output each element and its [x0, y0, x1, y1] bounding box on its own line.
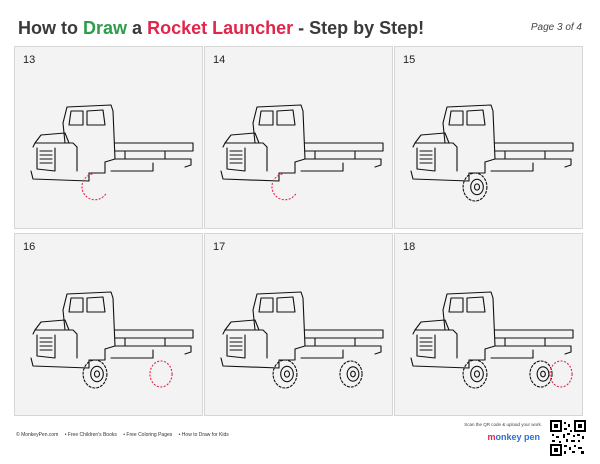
footer-link-copyright[interactable]: © MonkeyPen.com: [16, 432, 59, 438]
title-draw: Draw: [83, 18, 128, 38]
rear-wheel-1: [339, 360, 363, 388]
title-a: a: [132, 18, 143, 38]
step-drawing: [30, 104, 194, 201]
front-wheel: [82, 359, 108, 389]
front-wheel: [462, 359, 488, 389]
front-wheel: [462, 172, 488, 202]
truck-outline: [30, 104, 194, 182]
step-drawing: [220, 291, 384, 389]
step-panel: 15: [394, 46, 583, 229]
step-number: 18: [403, 241, 416, 253]
rear-wheel-1: [529, 360, 553, 388]
step-number: 13: [23, 54, 36, 66]
truck-outline: [410, 291, 574, 369]
step-number: 16: [23, 241, 36, 253]
footer-links: © MonkeyPen.com • Free Children's Books …: [16, 432, 234, 438]
step-number: 14: [213, 54, 226, 66]
step-number: 15: [403, 54, 416, 66]
title-subject: Rocket Launcher: [147, 18, 294, 38]
front-wheel: [271, 173, 297, 201]
step-panel: 18: [394, 233, 583, 416]
qr-code-icon[interactable]: [550, 420, 586, 456]
step-panel: 16: [14, 233, 203, 416]
step-drawing: [220, 104, 384, 201]
brand-logo: monkey pen: [487, 432, 540, 442]
footer-link-coloring[interactable]: • Free Coloring Pages: [123, 432, 173, 438]
front-wheel: [81, 173, 107, 201]
footer-link-books[interactable]: • Free Children's Books: [64, 432, 117, 438]
title-prefix: How to: [18, 18, 78, 38]
page-number-label: Page 3 of 4: [530, 22, 582, 33]
step-drawing: [410, 104, 574, 202]
title-suffix: - Step by Step!: [298, 18, 425, 38]
step-drawing: [410, 291, 574, 389]
page-footer: © MonkeyPen.com • Free Children's Books …: [16, 420, 586, 456]
step-drawing: [30, 291, 194, 389]
step-panel: 13: [14, 46, 203, 229]
scan-instruction: Scan the QR code & upload your work.: [464, 422, 542, 427]
step-number: 17: [213, 241, 226, 253]
truck-outline: [30, 291, 194, 369]
step-panel: 14: [204, 46, 393, 229]
footer-link-howto[interactable]: • How to Draw for Kids: [178, 432, 229, 438]
truck-outline: [220, 104, 384, 182]
steps-grid: 13 14 15 16 17 18: [14, 46, 585, 416]
truck-outline: [220, 291, 384, 369]
page-header: How to Draw a Rocket Launcher - Step by …: [14, 18, 586, 42]
rear-wheel-1: [149, 360, 173, 388]
front-wheel: [272, 359, 298, 389]
rear-wheel-2: [549, 360, 573, 388]
step-panel: 17: [204, 233, 393, 416]
page-title: How to Draw a Rocket Launcher - Step by …: [18, 18, 424, 39]
truck-outline: [410, 104, 574, 182]
